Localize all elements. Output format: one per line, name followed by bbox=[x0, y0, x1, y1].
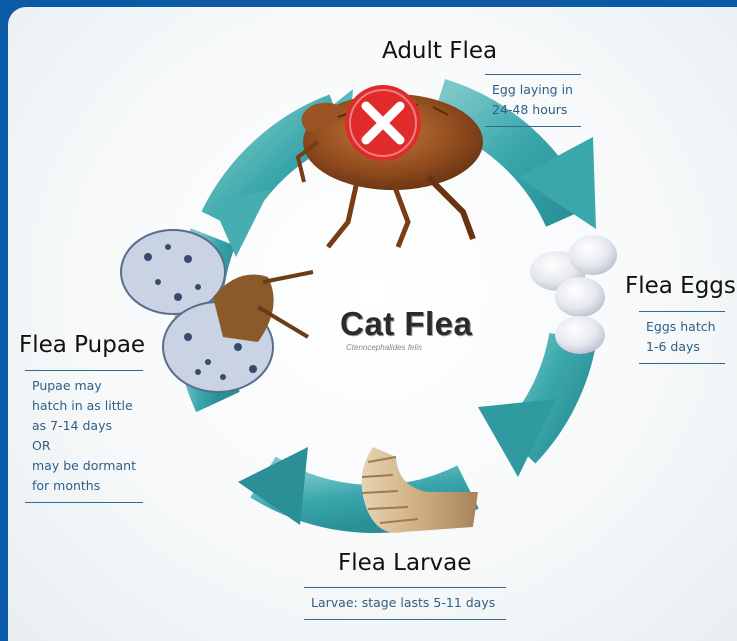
adult-flea-note: Egg laying in 24-48 hours bbox=[485, 74, 581, 127]
flea-eggs-note: Eggs hatch 1-6 days bbox=[639, 311, 725, 364]
flea-eggs-title: Flea Eggs bbox=[625, 273, 736, 299]
flea-pupae-title: Flea Pupae bbox=[19, 332, 145, 358]
flea-pupae-note: Pupae may hatch in as little as 7-14 day… bbox=[25, 370, 143, 503]
center-title: Cat Flea bbox=[340, 305, 472, 343]
stop-x-icon bbox=[345, 85, 421, 161]
note-line: OR bbox=[32, 436, 143, 456]
flea-larvae-note: Larvae: stage lasts 5-11 days bbox=[304, 587, 506, 620]
center-subtitle: Ctenocephalides felis bbox=[346, 343, 422, 352]
adult-flea-title: Adult Flea bbox=[382, 38, 497, 64]
flea-eggs-image bbox=[530, 235, 617, 354]
note-line: for months bbox=[32, 476, 143, 496]
diagram-panel: Cat Flea Ctenocephalides felis Adult Fle… bbox=[8, 7, 737, 641]
note-line: hatch in as little bbox=[32, 396, 143, 416]
note-line: Egg laying in bbox=[492, 80, 581, 100]
note-line: Larvae: stage lasts 5-11 days bbox=[311, 593, 506, 613]
note-line: Eggs hatch bbox=[646, 317, 725, 337]
flea-larvae-title: Flea Larvae bbox=[338, 550, 471, 576]
note-line: 1-6 days bbox=[646, 337, 725, 357]
flea-pupa-cocoon-image bbox=[121, 230, 313, 392]
note-line: 24-48 hours bbox=[492, 100, 581, 120]
note-line: as 7-14 days bbox=[32, 416, 143, 436]
note-line: may be dormant bbox=[32, 456, 143, 476]
note-line: Pupae may bbox=[32, 376, 143, 396]
